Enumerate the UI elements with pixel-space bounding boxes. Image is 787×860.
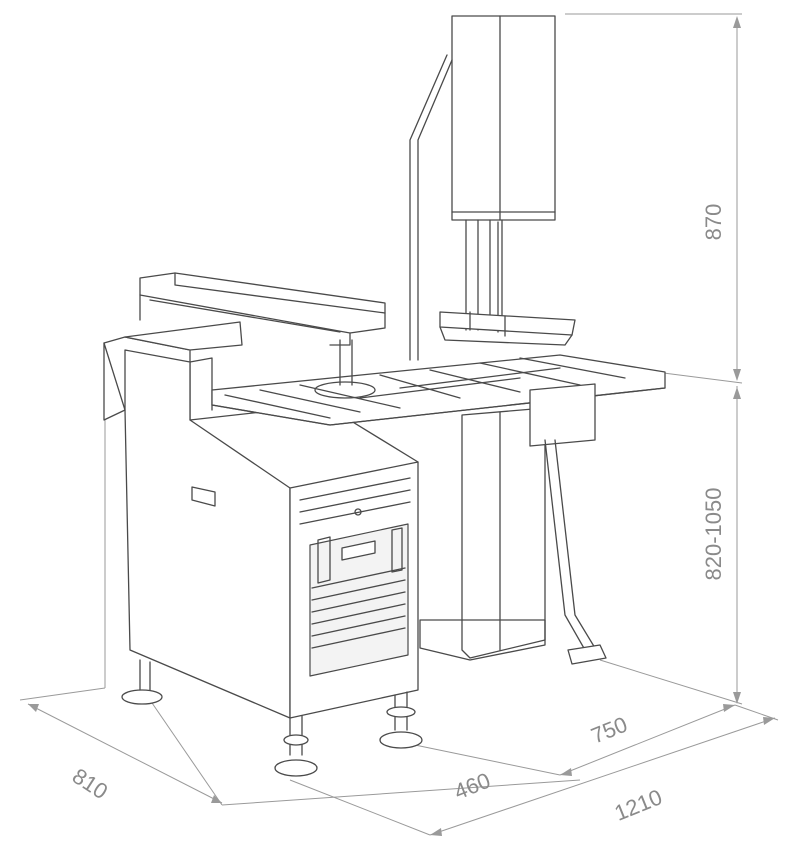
rear-hood — [139, 272, 386, 346]
dim-label-820-1050: 820-1050 — [701, 488, 726, 581]
dimension-lines — [19, 13, 779, 836]
left-cabinet — [103, 321, 291, 719]
upper-column — [409, 15, 576, 361]
dim-label-810: 810 — [68, 763, 112, 804]
conveyor-table — [211, 339, 666, 426]
machine — [103, 15, 666, 777]
rear-frame — [419, 383, 607, 665]
machine-feet — [121, 659, 423, 777]
dim-label-1210: 1210 — [611, 784, 666, 826]
dim-label-750: 750 — [587, 712, 630, 749]
dim-label-870: 870 — [701, 204, 726, 241]
front-cabinet — [189, 404, 419, 719]
dim-label-460: 460 — [450, 768, 493, 805]
